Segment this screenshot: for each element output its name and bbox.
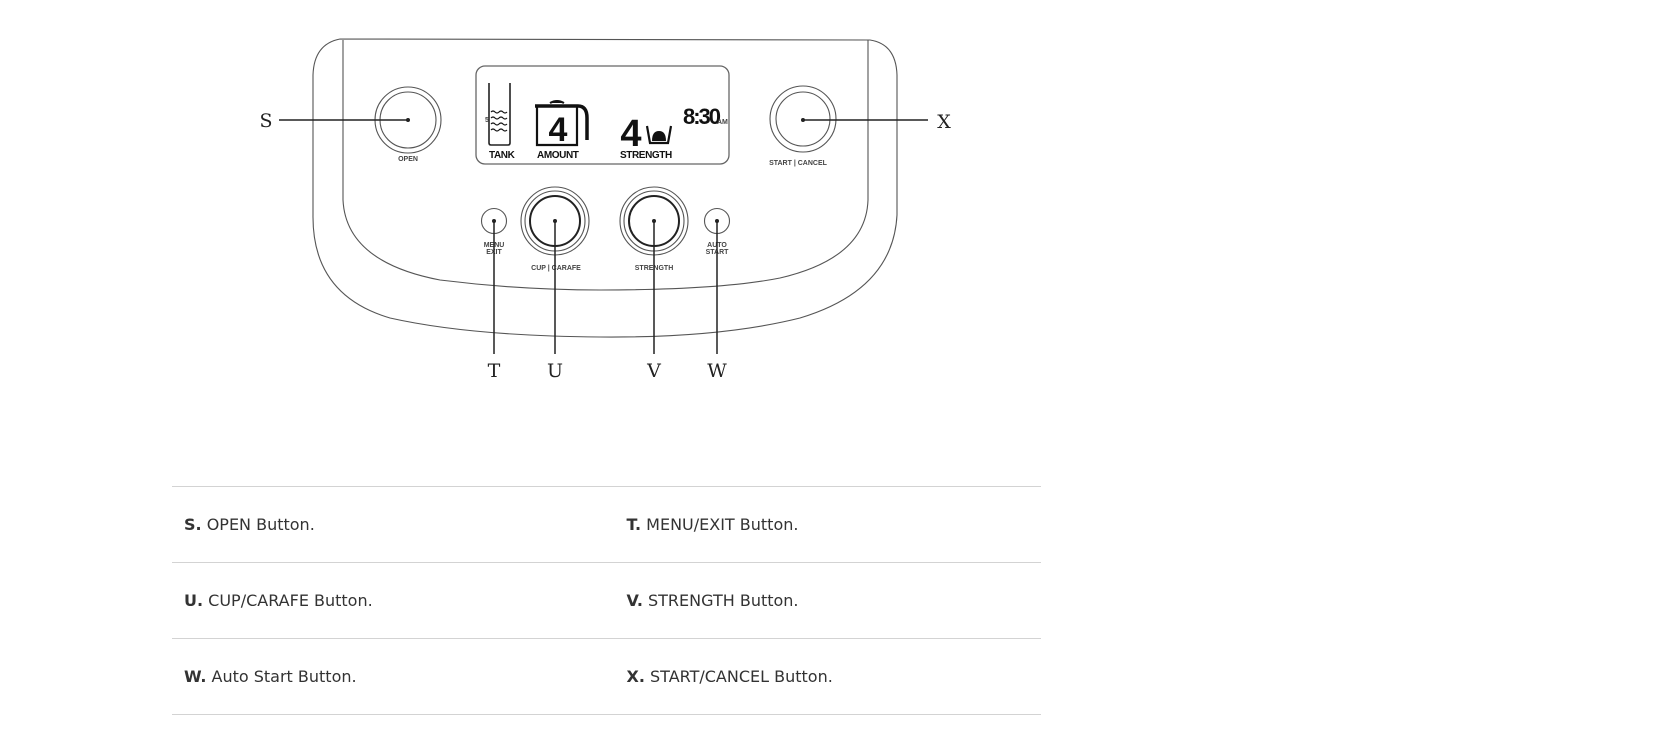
- legend-row: S. OPEN Button. T. MENU/EXIT Button.: [172, 486, 1042, 563]
- legend-key: W.: [184, 667, 207, 686]
- callout-dot-t: [492, 219, 496, 223]
- legend-table: S. OPEN Button. T. MENU/EXIT Button. U. …: [172, 486, 1041, 715]
- callout-dot-w: [715, 219, 719, 223]
- callout-label-u: U: [547, 360, 563, 382]
- lcd-display: 5 TANK 4 AMOUNT 4 STRENGTH 8:30 AM: [475, 65, 730, 165]
- strength-label: STRENGTH: [620, 150, 672, 161]
- cup-carafe-label: CUP | CARAFE: [531, 265, 581, 272]
- strength-cup-icon: [645, 125, 673, 145]
- legend-item-u: U. CUP/CARAFE Button.: [172, 563, 607, 639]
- legend-key: U.: [184, 591, 204, 610]
- legend-text: Auto Start Button.: [206, 667, 357, 686]
- outer-body-outline: [312, 38, 898, 338]
- callout-label-t: T: [488, 360, 501, 382]
- legend-row: W. Auto Start Button. X. START/CANCEL Bu…: [172, 638, 1042, 715]
- control-panel-diagram: 5 TANK 4 AMOUNT 4 STRENGTH 8:30 AM OPEN …: [259, 38, 951, 382]
- tank-icon: 5: [485, 83, 511, 146]
- legend-item-s: S. OPEN Button.: [172, 487, 607, 563]
- clock-time: 8:30: [683, 104, 721, 129]
- legend-item-w: W. Auto Start Button.: [172, 639, 607, 715]
- callout-label-w: W: [707, 360, 727, 382]
- strength-value: 4: [620, 113, 641, 155]
- callout-dot-v: [652, 219, 656, 223]
- callout-dot-u: [553, 219, 557, 223]
- start-cancel-button-label: START | CANCEL: [769, 160, 828, 167]
- legend-text: OPEN Button.: [201, 515, 315, 534]
- legend-key: T.: [626, 515, 642, 534]
- start-cancel-button[interactable]: START | CANCEL: [769, 85, 837, 167]
- tank-level-mark: 5: [485, 117, 489, 124]
- legend-key: S.: [184, 515, 202, 534]
- amount-label: AMOUNT: [537, 150, 579, 161]
- legend-text: MENU/EXIT Button.: [641, 515, 799, 534]
- inner-panel-outline: [342, 40, 869, 291]
- legend-text: STRENGTH Button.: [642, 591, 799, 610]
- callout-label-s: S: [259, 110, 272, 132]
- callout-dot-s: [406, 118, 410, 122]
- legend-item-v: V. STRENGTH Button.: [607, 563, 1042, 639]
- callout-label-x: X: [937, 111, 951, 133]
- carafe-icon: 4: [535, 100, 589, 149]
- amount-value: 4: [549, 111, 568, 149]
- legend-key: V.: [626, 591, 643, 610]
- open-button[interactable]: OPEN: [374, 86, 442, 163]
- legend-key: X.: [626, 667, 645, 686]
- callout-label-v: V: [646, 360, 661, 382]
- legend-row: U. CUP/CARAFE Button. V. STRENGTH Button…: [172, 562, 1042, 639]
- tank-label: TANK: [489, 150, 516, 161]
- clock-ampm: AM: [717, 119, 728, 126]
- open-button-label: OPEN: [398, 156, 418, 163]
- legend-text: CUP/CARAFE Button.: [203, 591, 373, 610]
- legend-item-t: T. MENU/EXIT Button.: [607, 487, 1042, 563]
- legend-text: START/CANCEL Button.: [644, 667, 833, 686]
- callout-dot-x: [801, 118, 805, 122]
- legend-item-x: X. START/CANCEL Button.: [607, 639, 1042, 715]
